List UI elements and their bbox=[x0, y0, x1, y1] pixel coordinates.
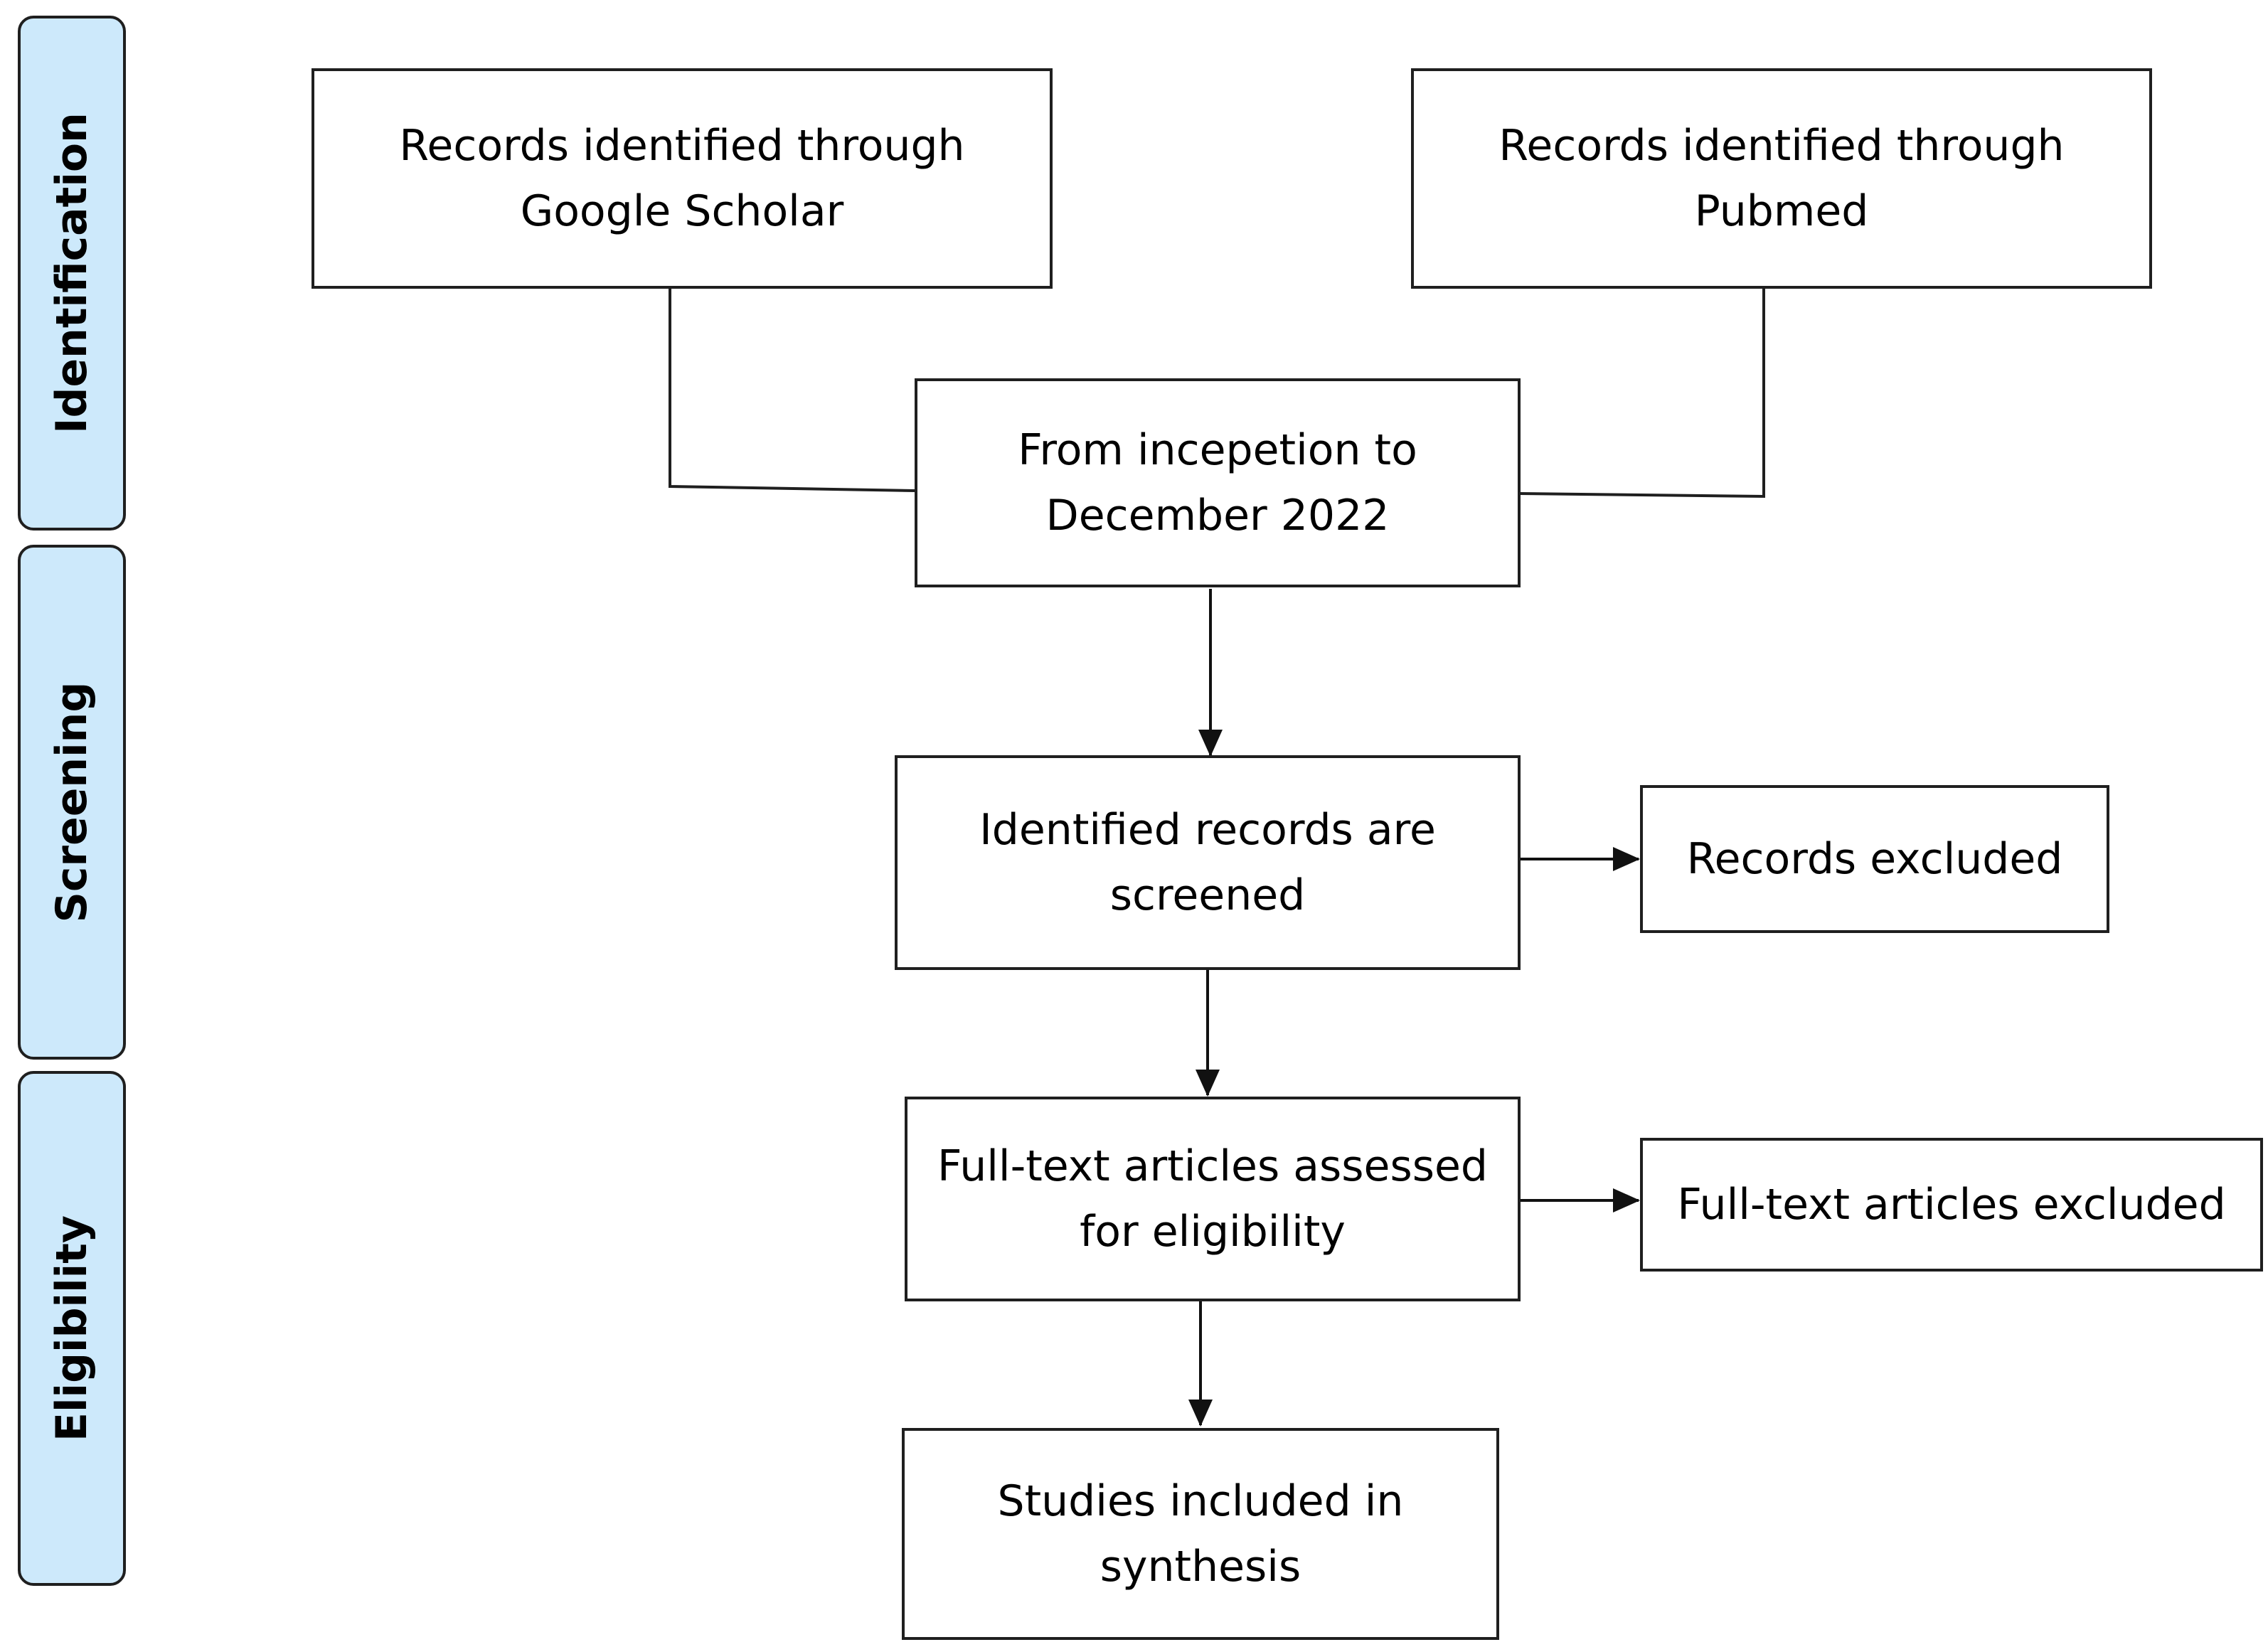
node-included-line-1: Studies included in bbox=[997, 1476, 1404, 1526]
node-screened-line-2: screened bbox=[1109, 870, 1306, 920]
node-date-range: From incepetion to December 2022 bbox=[915, 378, 1521, 587]
node-screened-line-1: Identified records are bbox=[979, 805, 1436, 855]
node-pubmed: Records identified through Pubmed bbox=[1411, 68, 2152, 289]
node-fulltext-assessed-line-1: Full-text articles assessed bbox=[937, 1141, 1488, 1191]
stage-screening: Screening bbox=[18, 545, 126, 1060]
node-google-scholar-line-2: Google Scholar bbox=[520, 186, 844, 236]
node-included: Studies included in synthesis bbox=[902, 1428, 1499, 1640]
node-date-range-line-1: From incepetion to bbox=[1018, 425, 1417, 475]
node-fulltext-assessed-line-2: for eligibility bbox=[1080, 1207, 1346, 1257]
node-date-range-line-2: December 2022 bbox=[1045, 491, 1390, 540]
node-records-excluded-line-1: Records excluded bbox=[1686, 834, 2063, 884]
connector-pubmed bbox=[1518, 289, 1765, 499]
node-google-scholar-line-1: Records identified through bbox=[399, 121, 965, 171]
stage-identification: Identification bbox=[18, 16, 126, 531]
connector-google-scholar bbox=[669, 289, 915, 492]
node-screened: Identified records are screened bbox=[895, 755, 1521, 970]
node-pubmed-line-2: Pubmed bbox=[1694, 186, 1869, 236]
node-fulltext-assessed: Full-text articles assessed for eligibil… bbox=[905, 1097, 1521, 1301]
node-google-scholar: Records identified through Google Schola… bbox=[312, 68, 1053, 289]
node-fulltext-excluded: Full-text articles excluded bbox=[1640, 1138, 2263, 1272]
node-included-line-2: synthesis bbox=[1100, 1542, 1301, 1592]
node-records-excluded: Records excluded bbox=[1640, 785, 2109, 933]
node-pubmed-line-1: Records identified through bbox=[1498, 121, 2065, 171]
stage-eligibility: Eligibility bbox=[18, 1071, 126, 1586]
node-fulltext-excluded-line-1: Full-text articles excluded bbox=[1677, 1180, 2226, 1230]
